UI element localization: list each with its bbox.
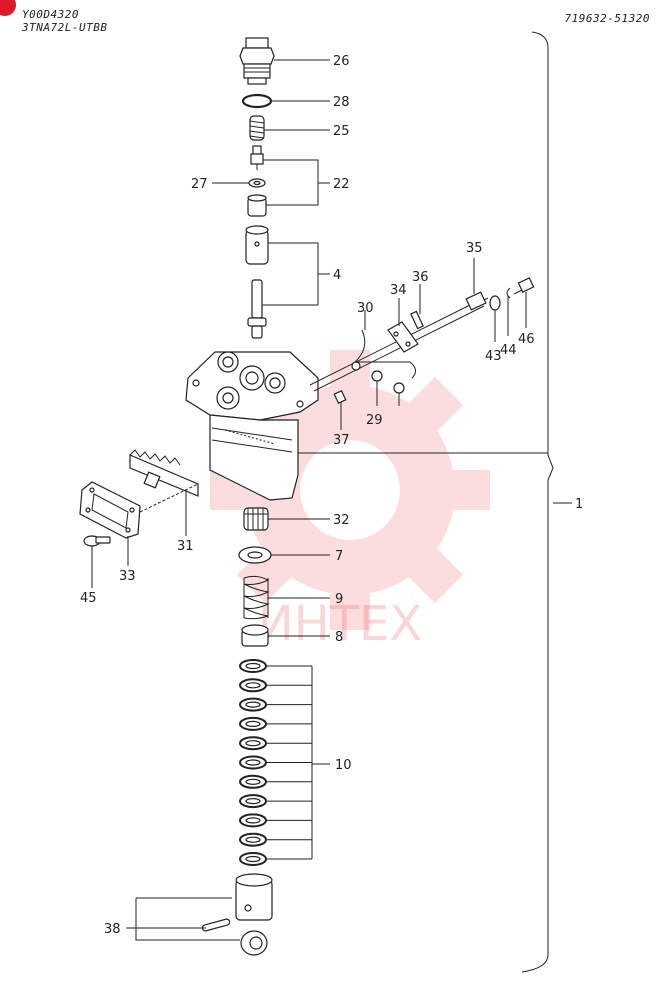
callout-8: 8 <box>335 630 343 645</box>
watermark-text: ИНТЕХ <box>258 596 423 652</box>
shim-leader-lines <box>266 665 330 860</box>
callout-36: 36 <box>412 270 429 285</box>
part-33-cover-plate <box>79 481 141 539</box>
callout-46: 46 <box>518 332 535 347</box>
model-code: Y00D4320 <box>22 8 79 21</box>
callout-37: 37 <box>333 433 350 448</box>
part-28-o-ring <box>241 93 273 109</box>
corner-badge <box>0 0 16 16</box>
watermark-gear <box>210 350 490 630</box>
callout-30: 30 <box>357 301 374 316</box>
callout-31: 31 <box>177 539 194 554</box>
part-22-delivery-valve <box>247 145 267 217</box>
shim-washer-hole <box>245 778 261 785</box>
callout-10: 10 <box>335 758 352 773</box>
part-4-plunger <box>245 225 269 339</box>
callout-45: 45 <box>80 591 97 606</box>
part-32-pinion <box>243 507 269 531</box>
part-10-shims <box>239 659 267 866</box>
shim-washer-hole <box>245 797 261 805</box>
shim-washer-hole <box>245 701 261 708</box>
part-38-tappet <box>201 873 273 956</box>
callout-35: 35 <box>466 241 483 256</box>
callout-1: 1 <box>575 497 583 512</box>
part-34-guide-plate <box>387 321 419 353</box>
part-37-pin <box>333 389 347 405</box>
callout-44: 44 <box>500 343 517 358</box>
part-30-wire <box>353 329 416 379</box>
callout-27: 27 <box>191 177 208 192</box>
shim-washer-hole <box>245 682 261 689</box>
part-31-control-rack <box>129 449 199 497</box>
part-7-spring-seat <box>238 546 272 564</box>
leader-rack-cover <box>139 483 199 513</box>
part-43-washer <box>489 295 501 311</box>
part-35-control-rod <box>309 291 489 392</box>
callout-4: 4 <box>333 268 341 283</box>
part-44-clip <box>506 287 511 299</box>
part-36-pin <box>410 310 424 330</box>
callout-38: 38 <box>104 922 121 937</box>
callout-32: 32 <box>333 513 350 528</box>
callout-33: 33 <box>119 569 136 584</box>
callout-26: 26 <box>333 54 350 69</box>
shim-washer-hole <box>245 759 261 766</box>
callout-34: 34 <box>390 283 407 298</box>
callout-9: 9 <box>335 592 343 607</box>
shim-washer-hole <box>245 836 261 843</box>
shim-washer-hole <box>245 662 261 670</box>
shim-washer-hole <box>245 817 261 824</box>
callout-7: 7 <box>335 549 343 564</box>
engine-model: 3TNA72L-UTBB <box>22 21 108 34</box>
callout-28: 28 <box>333 95 350 110</box>
callout-29: 29 <box>366 413 383 428</box>
part-26-valve-holder <box>239 37 275 85</box>
callout-25: 25 <box>333 124 350 139</box>
part-46-screw <box>513 277 535 295</box>
shim-washer-hole <box>245 855 261 863</box>
shim-washer-hole <box>245 740 261 747</box>
assembly-bracket <box>298 31 572 973</box>
shim-washer-hole <box>245 720 261 728</box>
part-8-lower-seat <box>241 624 269 647</box>
pump-body <box>185 351 319 501</box>
reference-number: 719632-51320 <box>564 12 650 25</box>
part-45-screw <box>83 535 111 547</box>
leader-lines <box>91 59 527 941</box>
part-25-spring <box>249 115 265 141</box>
part-29-nuts <box>351 361 405 394</box>
callout-22: 22 <box>333 177 350 192</box>
callout-43: 43 <box>485 349 502 364</box>
